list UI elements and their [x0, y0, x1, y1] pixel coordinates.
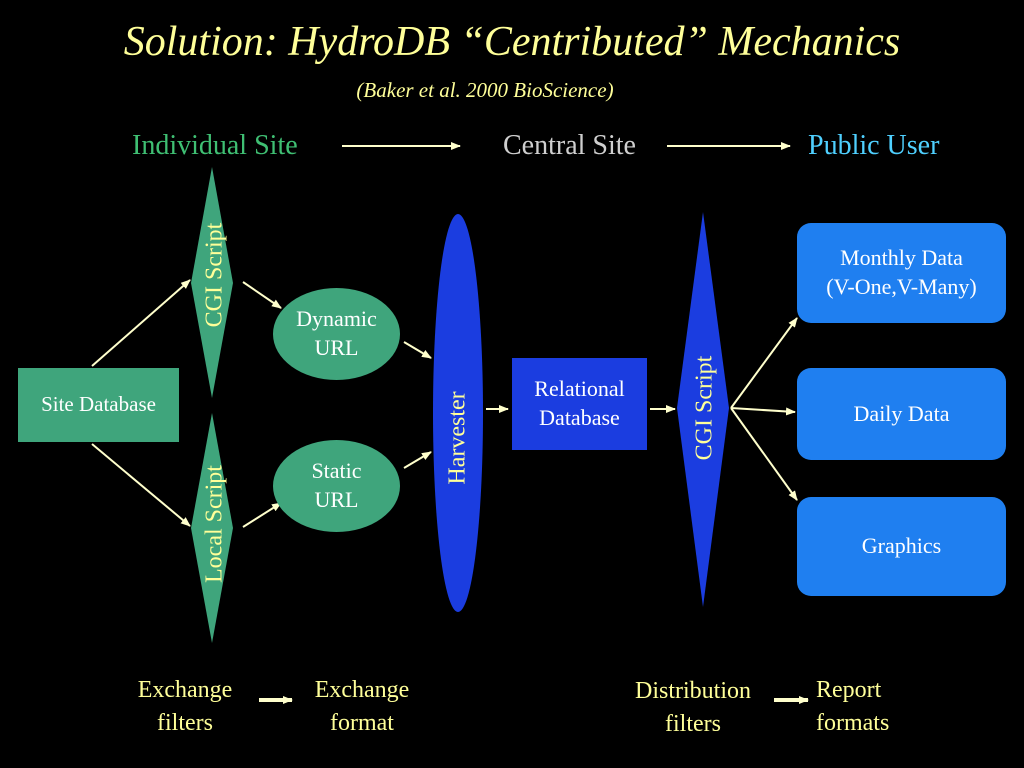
static-url-node: Static URL [273, 440, 400, 532]
dynamic-url-node: Dynamic URL [273, 288, 400, 380]
site-database-label: Site Database [41, 392, 156, 417]
arrow-cgi-graphics [730, 407, 798, 501]
harvester-label: Harvester [444, 391, 471, 485]
arrow-sitedb-local [91, 443, 191, 527]
header-individual-site: Individual Site [132, 130, 298, 161]
exchange-filters-label: Exchange filters [118, 674, 252, 740]
arrow-static-harvester [403, 451, 432, 469]
arrow-dynamic-harvester [403, 341, 432, 359]
local-script-label: Local Script [201, 465, 228, 583]
daily-data-label: Daily Data [853, 400, 950, 426]
relational-database-line2: Database [539, 405, 620, 430]
report-formats-line1: Report [816, 677, 882, 703]
static-url-line1: Static [311, 458, 362, 484]
distribution-filters-label: Distribution filters [617, 675, 769, 741]
relational-database-box: Relational Database [512, 358, 647, 450]
relational-database-line1: Relational [534, 376, 625, 402]
header-central-site: Central Site [503, 130, 636, 161]
dynamic-url-line1: Dynamic [296, 306, 377, 332]
exchange-format-line2: format [330, 710, 394, 737]
daily-data-box: Daily Data [797, 368, 1006, 460]
arrow-sitedb-cgi [91, 279, 191, 367]
monthly-data-box: Monthly Data (V-One,V-Many) [797, 223, 1006, 323]
monthly-data-line2: (V-One,V-Many) [826, 274, 977, 299]
report-formats-label: Report formats [816, 674, 916, 740]
local-script-diamond [191, 413, 233, 643]
cgi-script-left-diamond [191, 167, 233, 398]
exchange-filters-line2: filters [157, 710, 213, 737]
site-database-box: Site Database [18, 368, 179, 442]
arrow-cgi-monthly [730, 317, 798, 409]
monthly-data-line1: Monthly Data [840, 245, 963, 271]
cgi-script-left-label: CGI Script [201, 222, 228, 328]
distribution-filters-line2: filters [665, 711, 721, 738]
arrow-cgi-daily [730, 407, 796, 416]
distribution-filters-line1: Distribution [634, 678, 751, 704]
graphics-box: Graphics [797, 497, 1006, 596]
report-formats-line2: formats [816, 710, 890, 737]
exchange-format-label: Exchange format [297, 674, 427, 740]
page-title: Solution: HydroDB “Centributed” Mechanic… [123, 19, 901, 65]
static-url-line2: URL [314, 487, 359, 512]
cgi-script-right-label: CGI Script [691, 355, 718, 461]
graphics-label: Graphics [861, 533, 942, 559]
header-public-user: Public User [808, 130, 940, 161]
arrow-cgi-dynamic [242, 281, 282, 309]
exchange-format-line1: Exchange [314, 677, 410, 703]
exchange-filters-line1: Exchange [137, 677, 233, 703]
arrow-local-static [242, 502, 282, 528]
page-subtitle: (Baker et al. 2000 BioScience) [356, 78, 614, 102]
dynamic-url-line2: URL [314, 335, 359, 360]
cgi-script-right-diamond [677, 212, 729, 607]
harvester-ellipse [433, 214, 483, 612]
